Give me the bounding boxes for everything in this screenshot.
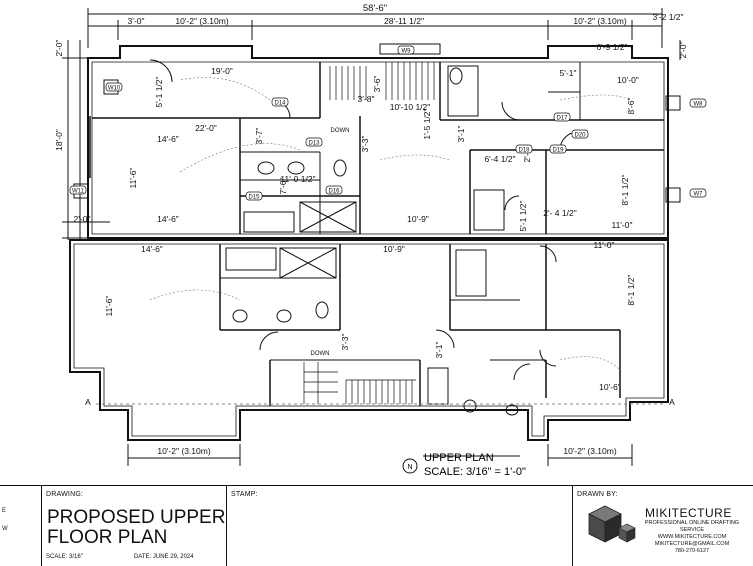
dim-room-14-6b: 14'-6" — [157, 214, 179, 224]
dim-right-top: 2'-0" — [678, 42, 688, 59]
dim-room-11-0: 11'-0 1/2" — [280, 174, 315, 184]
drawing-cell: DRAWING: PROPOSED UPPER FLOOR PLAN SCALE… — [42, 486, 227, 566]
dim-room-8-1a: 8'-1 1/2" — [620, 174, 630, 205]
window-tag-w7: W7 — [694, 192, 704, 198]
dim-left-top: 2'-0" — [54, 40, 64, 57]
brand-email[interactable]: MIKITECTURE@GMAIL.COM — [654, 541, 730, 547]
dim-bottom-left: 10'-2" (3.10m) — [157, 446, 210, 456]
dim-room-22: 22'-0" — [195, 123, 217, 133]
grid-a-left: A — [85, 397, 91, 407]
dim-top-seg3: 10'-2" (3.10m) — [573, 16, 626, 26]
dim-room-7-6: 7'-6" — [278, 178, 288, 195]
title-block-left-cell: E W — [0, 486, 42, 566]
dim-room-10-0: 10'-0" — [617, 75, 639, 85]
brand-name: MIKITECTURE — [645, 506, 732, 520]
dim-room-3-1b: 3'-1" — [434, 342, 444, 359]
mikitecture-logo — [588, 505, 636, 543]
drawing-title-line2: FLOOR PLAN — [47, 527, 168, 548]
dim-room-10-6: 10'-6" — [599, 382, 621, 392]
floor-plan-drawing: 58'-6" 3'-0" 10'-2" (3.10m) 28'-11 1/2" … — [54, 3, 707, 478]
drawing-date: DATE: JUNE 29, 2024 — [134, 554, 194, 560]
brand-tagline: PROFESSIONAL ONLINE DRAFTING SERVICE — [644, 520, 740, 533]
stamp-label: STAMP: — [231, 491, 258, 498]
brand-details: PROFESSIONAL ONLINE DRAFTING SERVICE WWW… — [633, 520, 751, 555]
dim-room-10-12: 10'-10 1/2" — [390, 102, 431, 112]
dim-overall-width: 58'-6" — [363, 3, 387, 14]
dim-top-seg2: 28'-11 1/2" — [384, 16, 424, 26]
dim-top-seg1: 10'-2" (3.10m) — [175, 16, 228, 26]
dim-room-11-0c: 11'-0" — [593, 240, 614, 250]
window-tag-w10: W10 — [108, 86, 121, 92]
dim-room-3-3: 3'-3" — [360, 136, 370, 153]
dim-room-11-6: 11'-6" — [128, 167, 138, 188]
dim-room-11-0b: 11'-0" — [611, 220, 632, 230]
left-cell-text-2: W — [2, 526, 8, 532]
dim-room-10-9b: 10'-9" — [383, 244, 405, 254]
dim-room-3-3b: 3'-3" — [340, 334, 350, 351]
door-tag-d15: D15 — [248, 195, 260, 201]
dim-room-8-6: 8'-6" — [626, 98, 636, 115]
north-arrow-icon: N — [407, 464, 412, 471]
dim-room-6-9: 6'-9 1/2" — [596, 42, 627, 52]
dim-room-6-4: 6'-4 1/2" — [484, 154, 515, 164]
dim-room-1-5: 1'-5 1/2" — [422, 108, 432, 139]
drawing-title-line1: PROPOSED UPPER — [47, 507, 226, 528]
dim-room-8-1b: 8'-1 1/2" — [626, 274, 636, 305]
dim-room-2-4: 2'- 4 1/2" — [543, 208, 576, 218]
door-tag-d13: D13 — [308, 141, 320, 147]
brand-phone: 780-270-6127 — [674, 548, 710, 554]
window-tag-w11: W11 — [72, 189, 85, 195]
brand-website[interactable]: WWW.MIKITECTURE.COM — [657, 534, 727, 540]
dim-left-overall: 18'-0" — [54, 129, 64, 151]
dim-room-5-1b: 5'-1" — [560, 68, 577, 78]
stair-down-label-lower: DOWN — [311, 351, 330, 357]
window-tag-w8: W8 — [694, 102, 704, 108]
dim-room-11-6b: 11'-6" — [104, 295, 114, 316]
drawn-by-label: DRAWN BY: — [577, 491, 618, 498]
dim-room-2-0c: 2'-0" — [522, 146, 532, 163]
door-tag-d18: D18 — [518, 148, 530, 154]
dim-room-19: 19'-0" — [211, 66, 233, 76]
dim-bottom-right: 10'-2" (3.10m) — [563, 446, 616, 456]
dim-top-left: 3'-0" — [128, 16, 145, 26]
dim-top-right: 3'-2 1/2" — [652, 12, 683, 22]
door-tag-d16: D16 — [328, 189, 340, 195]
grid-a-right: A — [669, 397, 675, 407]
drawing-scale: SCALE: 3/16" — [46, 554, 83, 560]
left-cell-text-1: E — [2, 508, 7, 514]
drawing-label: DRAWING: — [46, 491, 84, 498]
dim-room-3-1: 3'-1" — [456, 126, 466, 143]
dim-room-14-6a: 14'-6" — [157, 134, 179, 144]
stair-down-label-upper: DOWN — [331, 128, 350, 134]
dim-room-3-6: 3'-6" — [372, 76, 382, 93]
stamp-cell: STAMP: — [227, 486, 573, 566]
door-tag-d14: D14 — [274, 101, 286, 107]
dim-room-5-1c: 5'-1 1/2" — [518, 200, 528, 231]
drawn-by-cell: DRAWN BY: MIKITECTURE PROFESSIONAL ONLIN… — [573, 486, 753, 566]
door-tag-d19: D19 — [552, 148, 564, 154]
title-block: E W DRAWING: PROPOSED UPPER FLOOR PLAN S… — [0, 485, 753, 566]
dim-room-5-1a: 5'-1 1/2" — [154, 76, 164, 107]
door-tag-d20: D20 — [574, 133, 586, 139]
door-tag-d17: D17 — [556, 116, 568, 122]
dim-room-10-9a: 10'-9" — [407, 214, 429, 224]
dim-room-14-6c: 14'-6" — [141, 244, 163, 254]
dim-room-3-8: 3'-8" — [358, 94, 375, 104]
dim-room-3-7: 3'-7" — [254, 128, 264, 145]
dim-left-bottom: 2'-0" — [74, 214, 91, 224]
plan-caption-scale: SCALE: 3/16" = 1'-0" — [424, 466, 526, 478]
window-tag-w9: W9 — [402, 49, 412, 55]
plan-caption-title: UPPER PLAN — [424, 452, 494, 464]
